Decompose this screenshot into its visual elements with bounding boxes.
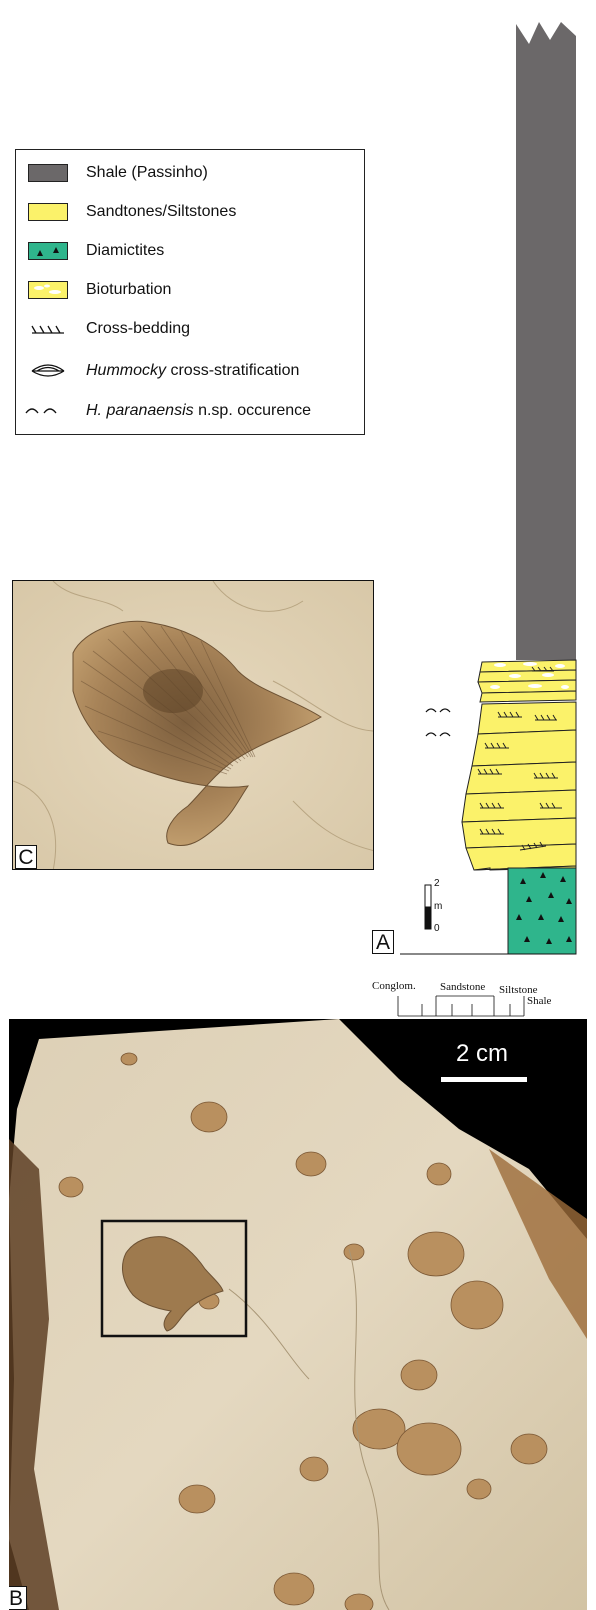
legend-label-rest: cross-stratification bbox=[166, 362, 299, 379]
scale-bottom-label: 0 bbox=[434, 923, 440, 934]
scale-top-label: 2 bbox=[434, 878, 440, 889]
legend-item-sandstone: Sandtones/Siltstones bbox=[16, 197, 364, 227]
cross-bedding-symbol-icon bbox=[28, 319, 70, 339]
legend-label: H. paranaensis n.sp. occurence bbox=[86, 402, 311, 420]
legend-label: Sandtones/Siltstones bbox=[86, 203, 236, 221]
legend-label-rest: n.sp. occurence bbox=[194, 402, 311, 419]
occurrence-symbol-icon bbox=[20, 399, 70, 419]
legend-item-diamictite: Diamictites bbox=[16, 236, 364, 266]
legend-label: Diamictites bbox=[86, 242, 164, 260]
grain-shale-label: Shale bbox=[527, 995, 551, 1007]
grain-conglom-label: Conglom. bbox=[372, 980, 416, 992]
legend-box: Shale (Passinho) Sandtones/Siltstones Di… bbox=[15, 149, 365, 435]
sandstone-unit bbox=[462, 702, 576, 870]
hummocky-symbol-icon bbox=[28, 359, 70, 379]
legend-label: Shale (Passinho) bbox=[86, 164, 208, 182]
panel-a-label: A bbox=[372, 930, 394, 954]
occurrence-markers bbox=[426, 709, 450, 736]
panel-c-photo: C bbox=[12, 580, 374, 870]
scale-unit-label: m bbox=[434, 901, 442, 912]
shale-swatch bbox=[28, 164, 68, 182]
grain-sandstone-label: Sandstone bbox=[440, 981, 485, 993]
legend-item-hummocky: Hummocky cross-stratification bbox=[16, 356, 364, 386]
panel-b-label: B bbox=[9, 1586, 27, 1610]
rock-slab-image bbox=[9, 1019, 587, 1610]
diamictite-swatch bbox=[28, 242, 68, 260]
shale-unit bbox=[516, 22, 576, 660]
legend-label-italic: Hummocky bbox=[86, 362, 166, 379]
sandstone-swatch bbox=[28, 203, 68, 221]
legend-label: Cross-bedding bbox=[86, 320, 190, 338]
legend-label-italic: H. paranaensis bbox=[86, 402, 194, 419]
legend-item-shale: Shale (Passinho) bbox=[16, 158, 364, 188]
legend-label: Bioturbation bbox=[86, 281, 171, 299]
grain-size-scale bbox=[398, 996, 524, 1016]
diamictite-unit bbox=[508, 868, 576, 954]
fossil-closeup-image bbox=[13, 581, 374, 870]
scale-bar-label: 2 cm bbox=[442, 1040, 522, 1068]
thickness-scale-bar bbox=[425, 885, 431, 929]
legend-item-bioturbation: Bioturbation bbox=[16, 275, 364, 305]
bioturbation-swatch bbox=[28, 281, 68, 299]
panel-b-photo: B bbox=[9, 1019, 587, 1610]
legend-item-occurrence: H. paranaensis n.sp. occurence bbox=[16, 396, 364, 426]
legend-label: Hummocky cross-stratification bbox=[86, 362, 299, 380]
legend-item-cross-bedding: Cross-bedding bbox=[16, 314, 364, 344]
panel-c-label: C bbox=[15, 845, 37, 869]
scale-bar bbox=[441, 1077, 527, 1082]
